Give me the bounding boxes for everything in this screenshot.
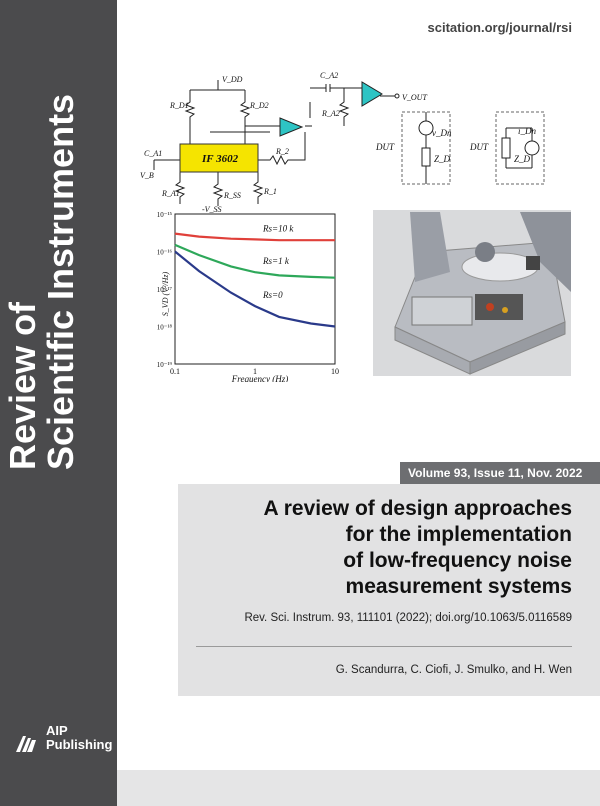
x-tick-label: 0.1 — [170, 367, 180, 376]
y-tick-label: 10⁻¹⁷ — [157, 286, 173, 294]
issue-banner: Volume 93, Issue 11, Nov. 2022 — [400, 462, 600, 484]
svg-text:DUT: DUT — [469, 142, 489, 152]
publisher-line2: Publishing — [46, 737, 113, 752]
publisher-line1: AIP — [46, 723, 68, 738]
svg-text:C_A1: C_A1 — [144, 149, 162, 158]
svg-text:R_2: R_2 — [275, 147, 289, 156]
svg-text:R_D2: R_D2 — [249, 101, 269, 110]
svg-text:R_A1: R_A1 — [161, 189, 180, 198]
article-title-line: for the implementation — [345, 523, 572, 546]
series-line-0 — [174, 232, 335, 242]
y-tick-label: 10⁻¹⁶ — [157, 249, 173, 257]
x-tick-label: 10 — [331, 367, 339, 376]
article-title-line: of low-frequency noise — [343, 549, 572, 572]
circuit-schematic — [153, 80, 400, 206]
aip-publishing-logo: AIP Publishing — [14, 722, 113, 762]
article-title-line: measurement systems — [345, 575, 572, 598]
article-info-box: A review of design approaches for the im… — [178, 484, 600, 696]
svg-text:R_1: R_1 — [263, 187, 277, 196]
svg-text:V_DD: V_DD — [222, 75, 243, 84]
series-line-2 — [174, 250, 336, 328]
series-label: Rs=0 — [262, 290, 283, 300]
chip-label: IF 3602 — [201, 153, 239, 165]
article-title[interactable]: A review of design approaches for the im… — [192, 496, 572, 600]
svg-text:v_Dn: v_Dn — [432, 128, 452, 138]
cover-figure: IF 3602 V_DD R_D1 R_D2 C_A1 V_B R_A1 R_S… — [140, 71, 571, 382]
journal-title: Review of Scientific Instruments — [2, 70, 114, 470]
bottom-strip — [117, 770, 600, 806]
noise-spectrum-chart: 10⁻¹⁹ 10⁻¹⁸ 10⁻¹⁷ 10⁻¹⁶ 10⁻¹⁵ 0.1 1 10 Rs=10 k… — [157, 211, 339, 382]
svg-text:-V_SS: -V_SS — [202, 205, 222, 214]
y-tick-label: 10⁻¹⁸ — [157, 324, 173, 332]
journal-title-line1: Review of — [2, 301, 43, 470]
divider — [196, 646, 572, 647]
article-citation[interactable]: Rev. Sci. Instrum. 93, 111101 (2022); do… — [244, 612, 572, 624]
svg-text:R_D1: R_D1 — [169, 101, 189, 110]
svg-text:C_A2: C_A2 — [320, 71, 338, 80]
x-axis-label: Frequency (Hz) — [231, 374, 288, 382]
apparatus-photo — [373, 210, 571, 376]
series-label: Rs=10 k — [262, 223, 294, 233]
article-title-line: A review of design approaches — [263, 497, 572, 520]
svg-text:Z_D: Z_D — [514, 154, 531, 164]
journal-sidebar: Review of Scientific Instruments AIP Pub… — [0, 0, 117, 806]
svg-text:Z_D: Z_D — [434, 154, 451, 164]
svg-text:V_OUT: V_OUT — [402, 93, 427, 102]
svg-text:R_SS: R_SS — [223, 191, 241, 200]
journal-title-line2: Scientific Instruments — [40, 93, 81, 470]
series-line-1 — [174, 243, 336, 279]
series-label: Rs=1 k — [262, 256, 290, 266]
y-tick-label: 10⁻¹⁵ — [157, 211, 173, 219]
journal-url[interactable]: scitation.org/journal/rsi — [427, 20, 572, 35]
svg-text:V_B: V_B — [140, 171, 154, 180]
y-tick-label: 10⁻¹⁹ — [157, 361, 173, 369]
article-authors: G. Scandurra, C. Ciofi, J. Smulko, and H… — [335, 664, 572, 676]
y-axis-label: S_VD (V²/Hz) — [161, 271, 170, 316]
svg-text:DUT: DUT — [375, 142, 395, 152]
svg-text:i_Dn: i_Dn — [518, 126, 537, 136]
x-tick-label: 1 — [253, 367, 257, 376]
aip-logo-icon — [16, 736, 36, 752]
svg-text:R_A2: R_A2 — [321, 109, 340, 118]
